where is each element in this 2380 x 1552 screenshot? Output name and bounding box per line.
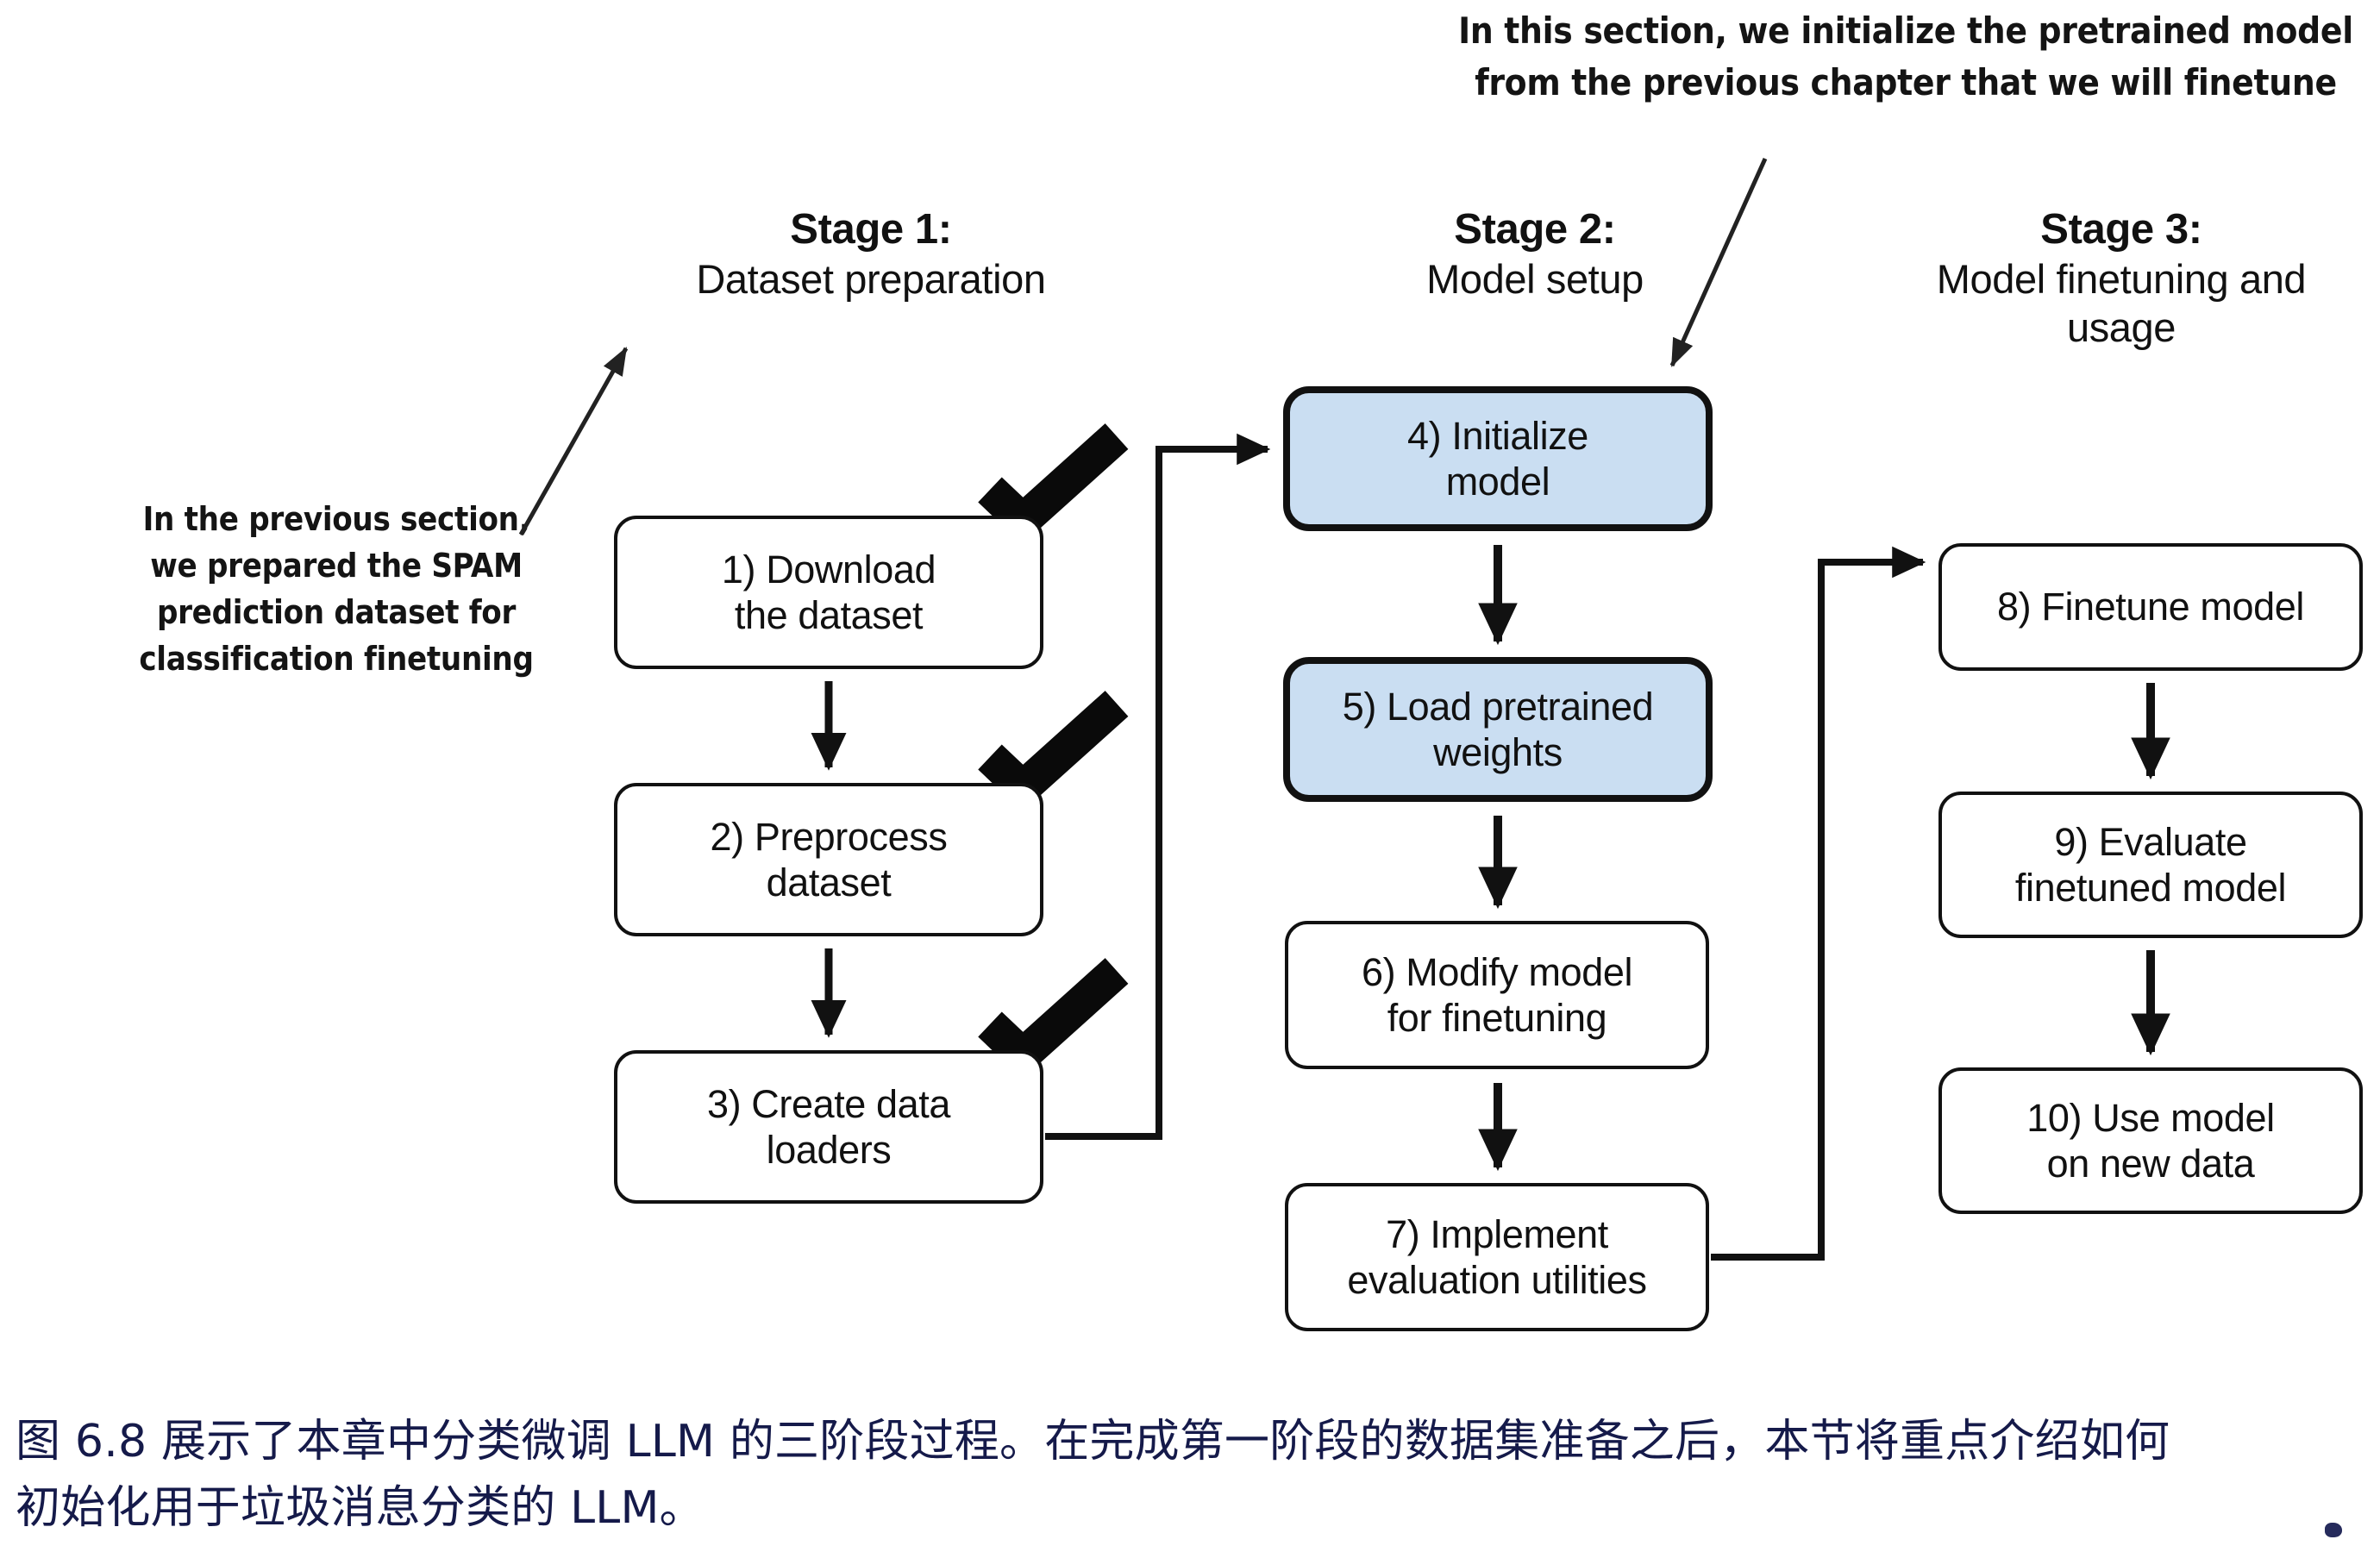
annotation-top-line-1: In this section, we initialize the pretr… <box>1458 9 2353 52</box>
node-6-line-2: for finetuning <box>1387 996 1607 1040</box>
flow-node-implement-evaluation-utilities[interactable]: 7) Implement evaluation utilities <box>1285 1183 1709 1331</box>
stage-2-heading: Stage 2: Model setup <box>1298 205 1772 304</box>
node-3-line-1: 3) Create data <box>706 1081 951 1126</box>
corner-dot-artifact <box>2325 1523 2342 1537</box>
node-9-line-2: finetuned model <box>2014 866 2287 910</box>
flow-node-label: 4) Initialize model <box>1407 413 1588 504</box>
node-5-line-2: weights <box>1433 730 1563 774</box>
flow-node-label: 1) Download the dataset <box>722 547 936 638</box>
node-10-line-2: on new data <box>2046 1142 2255 1186</box>
caption-line-2: 初始化用于垃圾消息分类的 LLM。 <box>16 1481 705 1534</box>
node-7-line-2: evaluation utilities <box>1347 1258 1647 1302</box>
flow-node-label: 9) Evaluate finetuned model <box>2014 819 2287 911</box>
node-1-line-2: the dataset <box>734 593 924 637</box>
annotation-top-line-2: from the previous chapter that we will f… <box>1475 60 2337 103</box>
stage-3-heading: Stage 3: Model finetuning and usage <box>1880 205 2363 353</box>
flow-node-download-dataset[interactable]: 1) Download the dataset <box>614 516 1043 669</box>
connector-stage2-to-stage3 <box>1711 546 1926 1261</box>
flow-node-evaluate-finetuned-model[interactable]: 9) Evaluate finetuned model <box>1938 792 2363 938</box>
annotation-left-line-3: prediction dataset for <box>156 592 517 631</box>
flow-node-modify-model[interactable]: 6) Modify model for finetuning <box>1285 921 1709 1069</box>
caption-line-1: 图 6.8 展示了本章中分类微调 LLM 的三阶段过程。在完成第一阶段的数据集准… <box>16 1416 2170 1468</box>
flow-node-label: 3) Create data loaders <box>707 1081 950 1173</box>
annotation-left: In the previous section, we prepared the… <box>112 497 561 683</box>
flow-node-label: 2) Preprocess dataset <box>711 814 948 905</box>
figure-caption: 图 6.8 展示了本章中分类微调 LLM 的三阶段过程。在完成第一阶段的数据集准… <box>16 1409 2344 1542</box>
node-1-line-1: 1) Download <box>721 547 936 591</box>
stage-1-subtitle: Dataset preparation <box>696 255 1046 302</box>
flow-node-label: 8) Finetune model <box>1997 584 2304 629</box>
flow-node-use-model-on-new-data[interactable]: 10) Use model on new data <box>1938 1067 2363 1214</box>
node-4-line-1: 4) Initialize <box>1407 413 1588 458</box>
annotation-top: In this section, we initialize the pretr… <box>1457 5 2354 108</box>
checkmark-icon-1 <box>978 423 1129 545</box>
stage-2-title: Stage 2: <box>1454 206 1616 253</box>
flow-node-label: 7) Implement evaluation utilities <box>1347 1211 1647 1303</box>
annotation-left-line-2: we prepared the SPAM <box>150 546 523 585</box>
flow-node-finetune-model[interactable]: 8) Finetune model <box>1938 543 2363 671</box>
stage-1-title: Stage 1: <box>790 206 952 253</box>
flow-node-initialize-model[interactable]: 4) Initialize model <box>1283 386 1713 531</box>
node-10-line-1: 10) Use model <box>2026 1095 2275 1140</box>
node-7-line-1: 7) Implement <box>1386 1211 1608 1256</box>
checkmark-icon-3 <box>978 958 1129 1080</box>
node-2-line-1: 2) Preprocess <box>710 814 948 859</box>
flow-node-label: 6) Modify model for finetuning <box>1361 949 1633 1041</box>
node-4-line-2: model <box>1445 460 1550 504</box>
annotation-left-line-1: In the previous section, <box>142 500 530 538</box>
node-6-line-1: 6) Modify model <box>1361 949 1633 994</box>
node-8-line-1: 8) Finetune model <box>1997 585 2304 629</box>
flow-node-load-pretrained-weights[interactable]: 5) Load pretrained weights <box>1283 657 1713 802</box>
node-9-line-1: 9) Evaluate <box>2054 819 2247 864</box>
stage-1-heading: Stage 1: Dataset preparation <box>604 205 1138 304</box>
node-2-line-2: dataset <box>766 860 892 904</box>
stage-3-subtitle: Model finetuning and usage <box>1936 255 2307 351</box>
node-5-line-1: 5) Load pretrained <box>1342 684 1654 729</box>
annotation-left-line-4: classification finetuning <box>139 639 534 678</box>
stage-2-subtitle: Model setup <box>1426 255 1644 302</box>
node-3-line-2: loaders <box>766 1128 892 1172</box>
stage-3-title: Stage 3: <box>2040 206 2202 253</box>
flow-node-preprocess-dataset[interactable]: 2) Preprocess dataset <box>614 783 1043 936</box>
flow-node-create-data-loaders[interactable]: 3) Create data loaders <box>614 1050 1043 1204</box>
connector-stage1-to-stage2 <box>1045 433 1271 1140</box>
flow-node-label: 5) Load pretrained weights <box>1343 684 1654 775</box>
flow-node-label: 10) Use model on new data <box>2026 1095 2275 1186</box>
checkmark-icon-2 <box>978 691 1129 812</box>
